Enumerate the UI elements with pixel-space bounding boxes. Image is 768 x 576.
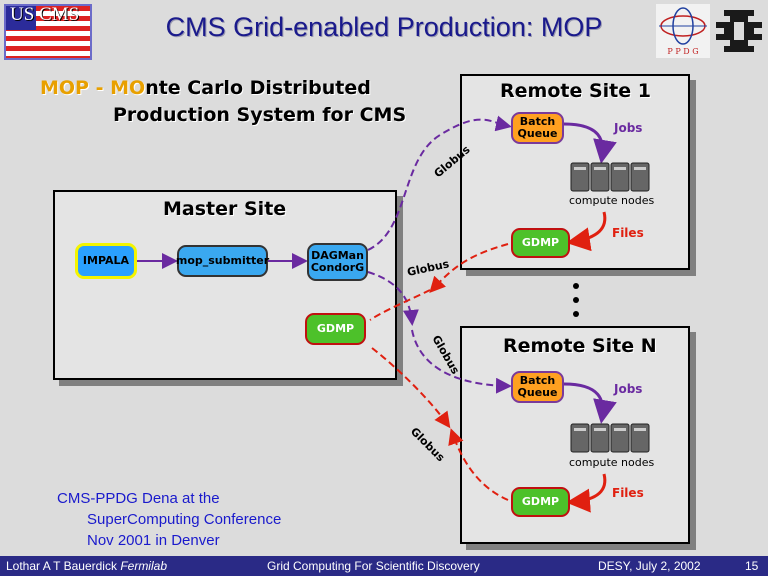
ellipsis-dot: [573, 283, 579, 289]
footer-affiliation: Fermilab: [120, 559, 167, 573]
site-n-queue-label: Queue: [517, 386, 558, 399]
master-gdmp-node: GDMP: [305, 313, 366, 345]
footer-bar: Lothar A T Bauerdick Fermilab Grid Compu…: [0, 556, 768, 576]
credit-line3: Nov 2001 in Denver: [87, 532, 220, 549]
globus-label-2: Globus: [406, 257, 451, 279]
master-site-title: Master Site: [163, 198, 287, 220]
site1-files-arrow: [566, 211, 607, 252]
site1-files-label: Files: [612, 226, 644, 240]
site-n-compute-nodes-icon: [570, 423, 650, 453]
globus-label-1: Globus: [432, 143, 473, 181]
globus-label-4: Globus: [408, 425, 448, 465]
globus-file-path-site-n: [371, 347, 451, 429]
condorg-label: CondorG: [310, 261, 365, 274]
credit-text: CMS-PPDG Dena at the SuperComputing Conf…: [57, 488, 281, 551]
site1-compute-nodes-label: compute nodes: [569, 194, 655, 207]
remote-site-1-title: Remote Site 1: [500, 80, 651, 102]
credit-line2: SuperComputing Conference: [87, 511, 282, 528]
mop-submitter-node: mop_submitter: [176, 245, 269, 277]
ppdg-logo-text: P P D G: [667, 47, 698, 56]
impala-node: IMPALA: [75, 243, 137, 279]
footer-center: Grid Computing For Scientific Discovery: [267, 559, 480, 573]
subtitle-line2: Production System for CMS: [113, 104, 407, 126]
globus-label-3: Globus: [429, 333, 462, 377]
dagman-condorg-node: DAGMan CondorG: [307, 243, 368, 281]
site1-jobs-label: Jobs: [614, 121, 643, 135]
subtitle-line1: MOP - MOnte Carlo Distributed: [40, 77, 371, 99]
slide-title: CMS Grid-enabled Production: MOP: [165, 12, 603, 42]
subtitle-acronym: MOP: [40, 77, 89, 99]
file-path-site-n-gdmp-up: [448, 428, 509, 501]
ppdg-logo: P P D G: [656, 4, 710, 58]
globus-job-path-site1: [367, 115, 512, 251]
site-n-files-label: Files: [612, 486, 644, 500]
globus-file-path-site1: [429, 243, 509, 293]
site-n-batch-label: Batch: [519, 374, 556, 387]
site1-compute-nodes-icon: [570, 162, 650, 192]
site1-jobs-arrow: [563, 122, 617, 164]
subtitle-line1-rest: nte Carlo Distributed: [145, 77, 371, 99]
site1-gdmp-node: GDMP: [511, 228, 570, 258]
footer-author: Lothar A T Bauerdick Fermilab: [6, 559, 167, 573]
fermilab-logo: [714, 6, 764, 56]
subtitle-mo: MO: [110, 77, 146, 99]
site-n-gdmp-node: GDMP: [511, 487, 570, 517]
dagman-to-site-n-path-a: [367, 271, 419, 326]
site-n-batch-queue-node: Batch Queue: [511, 371, 564, 403]
ellipsis-dot: [573, 297, 579, 303]
site-n-compute-nodes-label: compute nodes: [569, 456, 655, 469]
globus-job-path-site-n: [411, 329, 512, 394]
site1-batch-label: Batch: [519, 115, 556, 128]
us-cms-logo-text: US CMS: [10, 4, 80, 25]
master-site-box: [53, 190, 397, 380]
credit-line1: CMS-PPDG Dena at the: [57, 490, 220, 507]
footer-page-number: 15: [745, 559, 759, 573]
us-cms-logo: US CMS: [4, 4, 92, 60]
remote-site-n-title: Remote Site N: [503, 335, 657, 357]
site-n-jobs-label: Jobs: [614, 382, 643, 396]
ellipsis-dot: [573, 311, 579, 317]
file-path-site1-to-master-gdmp: [369, 289, 431, 321]
site-n-jobs-arrow: [563, 382, 617, 424]
subtitle-dash: -: [95, 77, 104, 99]
site1-queue-label: Queue: [517, 127, 558, 140]
site-n-files-arrow: [566, 473, 607, 513]
site1-batch-queue-node: Batch Queue: [511, 112, 564, 144]
dagman-label: DAGMan: [311, 249, 364, 262]
footer-date: DESY, July 2, 2002: [598, 559, 701, 573]
